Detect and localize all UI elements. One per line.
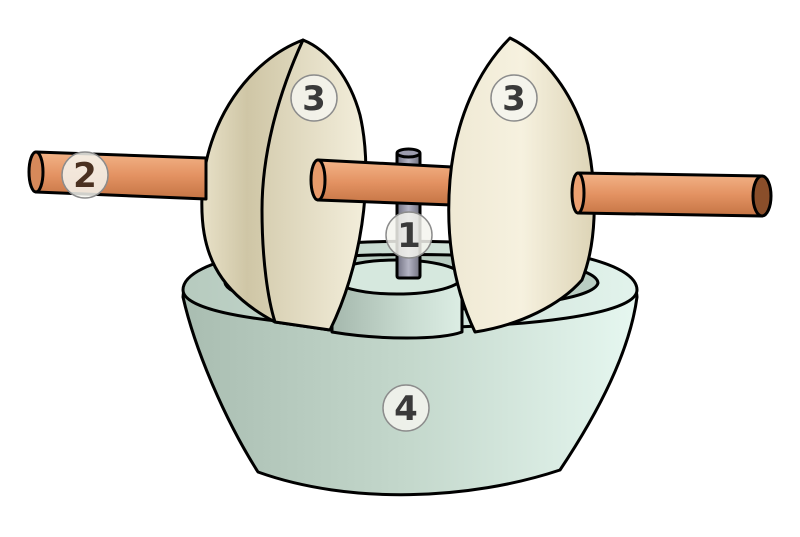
axle-right-start <box>570 171 586 215</box>
axle-right-segment <box>576 171 764 218</box>
label-millstone-right-text: 3 <box>502 79 526 119</box>
label-millstone-left: 3 <box>290 74 338 122</box>
label-horizontal-axle-text: 2 <box>73 156 97 196</box>
label-basin-text: 4 <box>394 389 418 429</box>
label-vertical-shaft: 1 <box>385 211 433 259</box>
axle-middle-end <box>309 158 327 202</box>
label-horizontal-axle: 2 <box>61 151 109 199</box>
horizontal-axle-right <box>570 171 773 218</box>
label-basin: 4 <box>382 384 430 432</box>
label-millstone-right: 3 <box>490 74 538 122</box>
label-vertical-shaft-text: 1 <box>397 216 421 256</box>
label-millstone-left-text: 3 <box>302 79 326 119</box>
axle-left-end <box>27 150 45 194</box>
vertical-shaft-top <box>395 147 422 159</box>
millstone-right-body <box>447 36 596 334</box>
axle-right-end <box>751 174 773 218</box>
millstone-right <box>447 36 596 334</box>
axle-middle-segment <box>316 158 454 207</box>
